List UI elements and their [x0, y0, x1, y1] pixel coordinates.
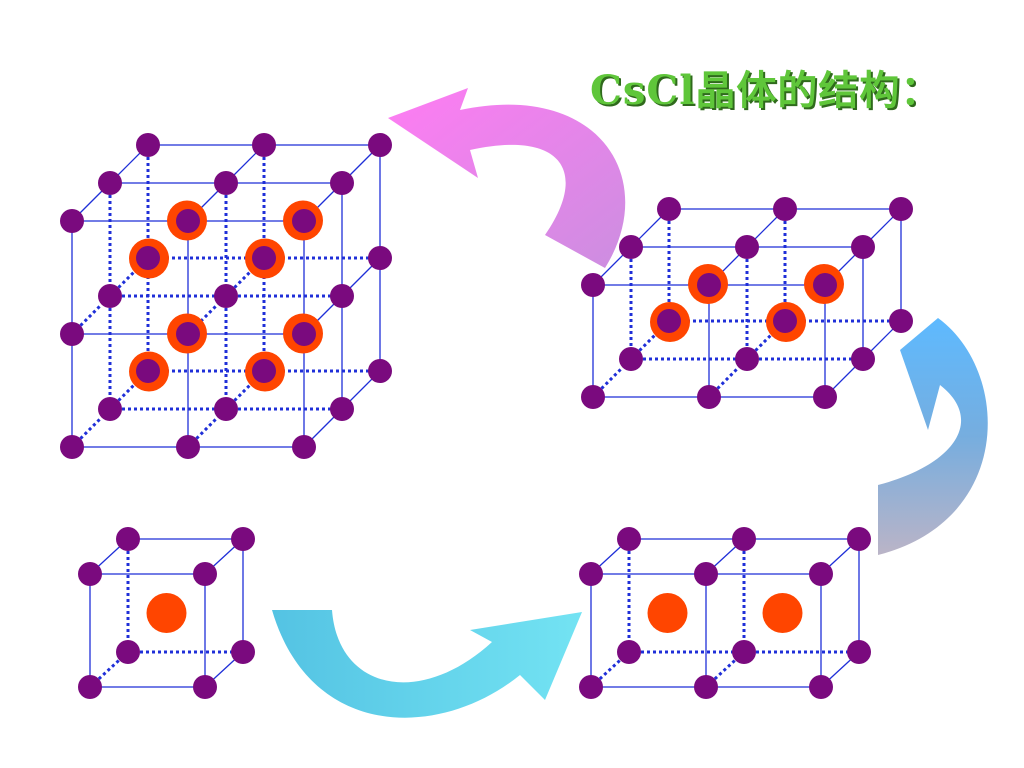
cl-ion [657, 309, 681, 333]
quad-cell [581, 197, 913, 409]
cl-ion [813, 385, 837, 409]
cl-ion [292, 435, 316, 459]
cl-ion [60, 435, 84, 459]
cl-ion [732, 640, 756, 664]
cl-ion [176, 322, 200, 346]
cl-ion [619, 235, 643, 259]
cl-ion [809, 562, 833, 586]
cl-ion [330, 171, 354, 195]
cl-ion [581, 385, 605, 409]
cl-ion [98, 284, 122, 308]
cl-ion [98, 397, 122, 421]
cl-ion [78, 675, 102, 699]
cl-ion [136, 133, 160, 157]
cs-ion [146, 593, 187, 633]
cl-ion [579, 562, 603, 586]
cl-ion [851, 235, 875, 259]
cl-ion [617, 640, 641, 664]
cl-ion [330, 397, 354, 421]
cl-ion [773, 197, 797, 221]
cl-ion [694, 675, 718, 699]
cl-ion [252, 133, 276, 157]
cl-ion [847, 527, 871, 551]
cl-ion [231, 640, 255, 664]
cl-ion [136, 359, 160, 383]
cl-ion [214, 171, 238, 195]
cl-ion [694, 562, 718, 586]
cl-ion [292, 322, 316, 346]
cl-ion [579, 675, 603, 699]
cl-ion [368, 133, 392, 157]
cl-ion [231, 527, 255, 551]
cl-ion [732, 527, 756, 551]
cl-ion [252, 359, 276, 383]
cl-ion [292, 209, 316, 233]
cl-ion [581, 273, 605, 297]
cl-ion [368, 359, 392, 383]
cl-ion [136, 246, 160, 270]
cl-ion [214, 397, 238, 421]
cl-ion [889, 197, 913, 221]
cl-ion [98, 171, 122, 195]
cl-ion [847, 640, 871, 664]
unit-cell [78, 527, 255, 699]
cl-ion [214, 284, 238, 308]
cl-ion [735, 347, 759, 371]
cl-ion [697, 385, 721, 409]
arrow-right-curve [878, 318, 988, 555]
cl-ion [176, 209, 200, 233]
page-title: CsCl晶体的结构： [590, 67, 942, 114]
cl-ion [813, 273, 837, 297]
cl-ion [176, 435, 200, 459]
octa-cell [60, 133, 392, 459]
cl-ion [851, 347, 875, 371]
cs-ion [762, 593, 803, 633]
cl-ion [617, 527, 641, 551]
cl-ion [809, 675, 833, 699]
cl-ion [657, 197, 681, 221]
cl-ion [252, 246, 276, 270]
cl-ion [735, 235, 759, 259]
cl-ion [368, 246, 392, 270]
cl-ion [193, 675, 217, 699]
double-cell [579, 527, 871, 699]
cl-ion [619, 347, 643, 371]
cs-ion [647, 593, 688, 633]
cl-ion [78, 562, 102, 586]
cl-ion [193, 562, 217, 586]
cl-ion [773, 309, 797, 333]
arrow-top-curve [388, 88, 626, 268]
cl-ion [889, 309, 913, 333]
cl-ion [116, 527, 140, 551]
cl-ion [60, 209, 84, 233]
arrow-bottom-curve [272, 610, 582, 718]
cl-ion [697, 273, 721, 297]
cl-ion [330, 284, 354, 308]
cl-ion [116, 640, 140, 664]
cl-ion [60, 322, 84, 346]
